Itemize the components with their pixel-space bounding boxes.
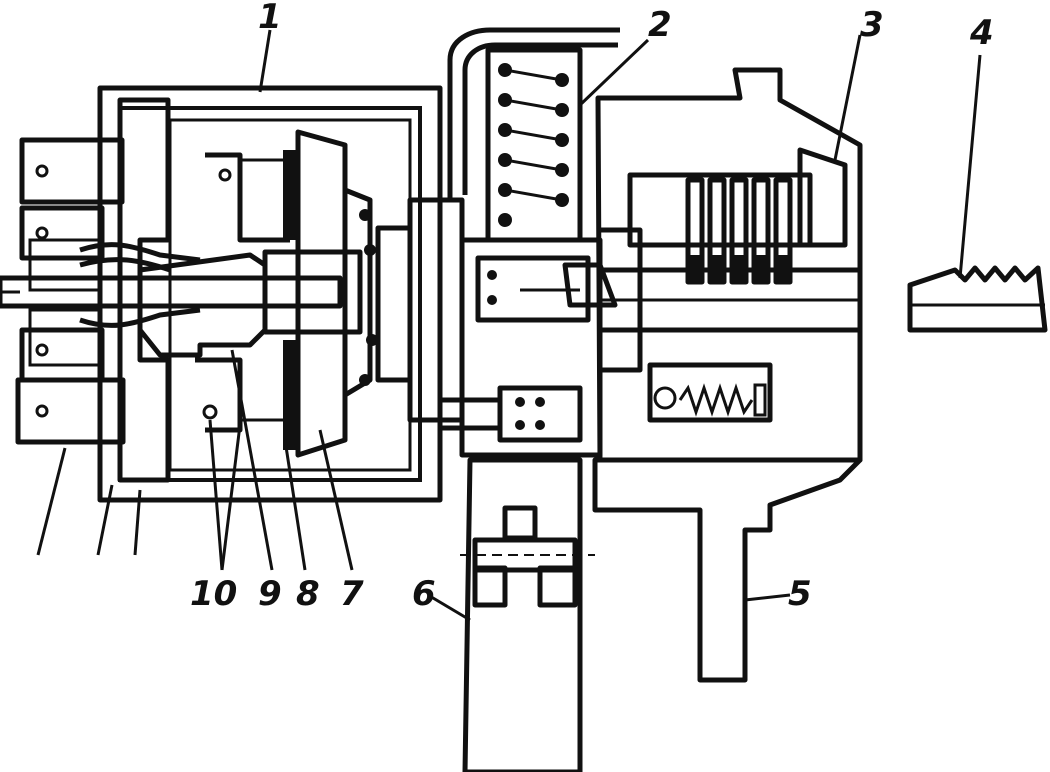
label-5: 5	[788, 574, 812, 614]
label-1: 1	[258, 0, 282, 37]
spring-guide	[447, 27, 620, 200]
compression-spring	[485, 47, 583, 243]
lever-5	[592, 457, 863, 683]
detent-spring	[653, 383, 767, 417]
shaft	[0, 249, 363, 335]
callout-labels: 1 2 3 4 5 6 7 8 9 10	[190, 0, 994, 614]
label-6: 6	[412, 574, 436, 614]
label-10: 10	[190, 574, 237, 614]
clutch-plates	[685, 177, 793, 285]
label-9: 9	[258, 574, 282, 614]
label-4: 4	[969, 13, 994, 53]
leader-lines	[36, 29, 982, 622]
right-housing	[595, 67, 863, 463]
arm-6	[460, 457, 595, 772]
terminals	[15, 137, 126, 445]
label-7: 7	[340, 574, 364, 614]
left-housing	[97, 85, 443, 503]
label-8: 8	[296, 574, 320, 614]
middle-body	[437, 237, 618, 458]
gear-rack-4	[907, 265, 1048, 333]
label-3: 3	[860, 5, 884, 45]
friction-disc	[283, 129, 378, 458]
label-2: 2	[648, 5, 672, 45]
output-shaft	[600, 227, 860, 373]
central-hub	[137, 252, 268, 358]
